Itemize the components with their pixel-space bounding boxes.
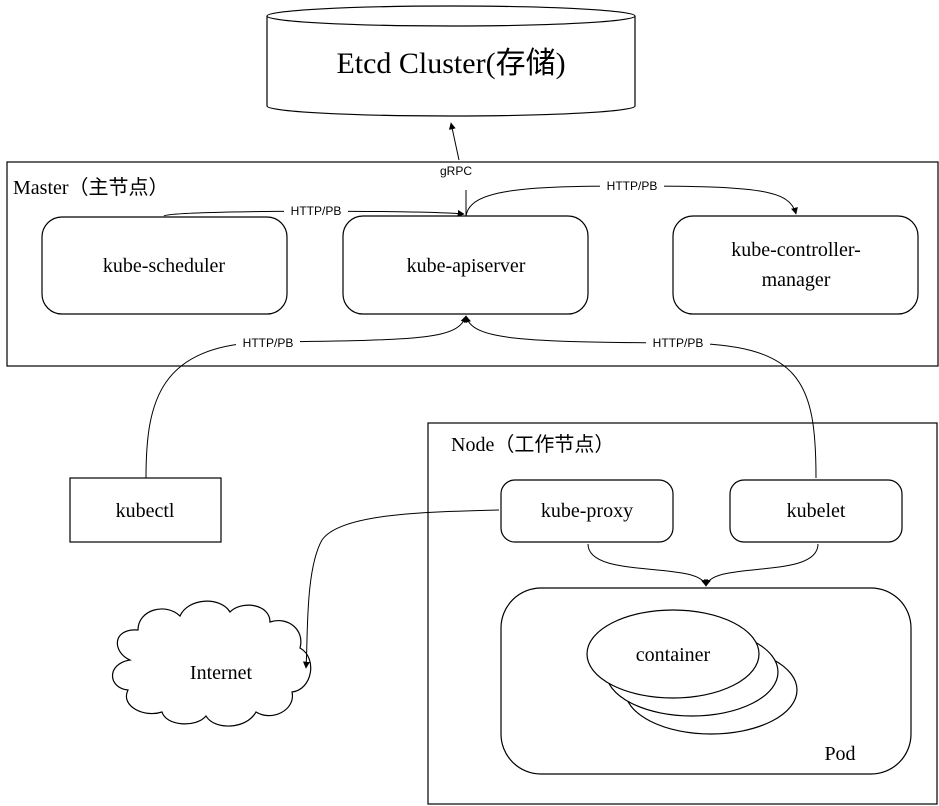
kube-controller-manager-label-line1: kube-controller-	[731, 239, 861, 261]
kube-controller-manager-label-line2: manager	[762, 269, 831, 291]
kubectl-proto-label-bg	[236, 336, 300, 350]
kube-proxy-label: kube-proxy	[541, 500, 633, 522]
worker-node-title: Node（工作节点）	[451, 433, 614, 456]
kube-scheduler-box	[41, 216, 288, 315]
proxy-to-internet-arrow	[302, 509, 500, 669]
kubelet-to-pod-arrow	[704, 543, 819, 587]
apiserver-to-etcd-arrow	[451, 123, 467, 216]
master-node-group: Master（主节点） kube-scheduler kube-apiserve…	[6, 161, 939, 367]
ctrl-proto-label-bg	[600, 179, 664, 193]
internet-label: Internet	[190, 662, 253, 684]
proxy-to-pod-arrow	[587, 543, 708, 587]
master-node-title: Master（主节点）	[13, 176, 169, 199]
kubelet-apiserver-protocol-label: HTTP/PB	[653, 336, 704, 350]
etcd-cluster-label: Etcd Cluster(存储)	[336, 47, 565, 80]
kubelet-label: kubelet	[787, 500, 846, 522]
etcd-cluster-cylinder: Etcd Cluster(存储)	[266, 5, 636, 117]
kubelet-proto-label-bg	[646, 336, 710, 350]
apiserver-controller-protocol-label: HTTP/PB	[607, 179, 658, 193]
kube-proxy-box	[500, 479, 674, 543]
container-label: container	[636, 644, 711, 666]
container-ellipse-front	[586, 609, 760, 699]
kube-scheduler-label: kube-scheduler	[103, 255, 226, 277]
internet-cloud: Internet	[112, 600, 312, 727]
sched-proto-label-bg	[284, 204, 348, 218]
kube-apiserver-label: kube-apiserver	[407, 255, 526, 277]
worker-node-group: Node（工作节点） kube-proxy kubelet Pod contai…	[427, 422, 938, 805]
kubelet-box	[729, 479, 903, 543]
scheduler-apiserver-protocol-label: HTTP/PB	[291, 204, 342, 218]
kubectl-label: kubectl	[116, 500, 175, 522]
grpc-label: gRPC	[440, 164, 472, 178]
kubectl-apiserver-protocol-label: HTTP/PB	[243, 336, 294, 350]
pod-label: Pod	[824, 743, 855, 765]
kube-controller-manager-box	[672, 215, 919, 315]
